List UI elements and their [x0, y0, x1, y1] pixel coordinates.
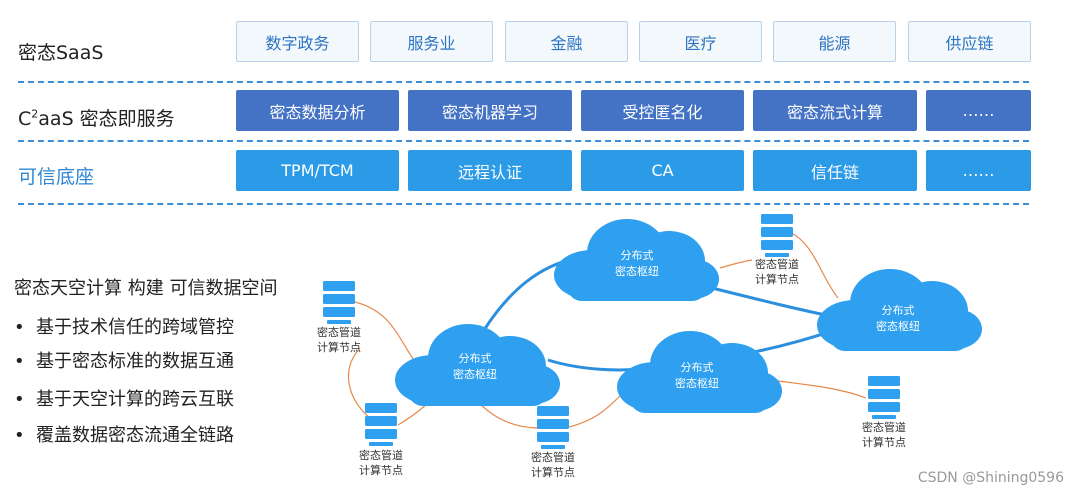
hub-label: 分布式 [459, 352, 492, 365]
divider-1 [18, 81, 1029, 83]
c2aas-item-anonymization: 受控匿名化 [581, 90, 744, 131]
trust-item-more: …… [926, 150, 1031, 191]
saas-item-medical: 医疗 [639, 21, 762, 62]
c2aas-label-superscript: 2 [31, 107, 39, 121]
node-label: 密态管道 [359, 448, 403, 462]
hub-label: 密态枢纽 [615, 264, 659, 278]
server-rack-icon [761, 214, 793, 257]
bullet-dot-icon: • [14, 351, 25, 372]
summary-bullet: • 覆盖数据密态流通全链路 [14, 421, 234, 447]
layer-label-saas: 密态SaaS [18, 42, 104, 64]
node-label: 计算节点 [862, 435, 906, 449]
node-label: 密态管道 [755, 257, 799, 271]
saas-item-finance: 金融 [505, 21, 628, 62]
hub-label: 密态枢纽 [876, 319, 920, 333]
saas-item-energy: 能源 [773, 21, 896, 62]
hub-label: 分布式 [621, 249, 654, 262]
server-rack-icon [323, 281, 355, 324]
bullet-text: 基于技术信任的跨域管控 [36, 317, 234, 338]
bullet-text: 基于天空计算的跨云互联 [36, 389, 234, 410]
server-rack-icon [365, 403, 397, 446]
node-label: 密态管道 [862, 420, 906, 434]
c2aas-label-prefix: C [18, 108, 32, 130]
bullet-text: 基于密态标准的数据互通 [36, 351, 234, 372]
hub-label: 密态枢纽 [675, 376, 719, 390]
layer-label-trust-base: 可信底座 [18, 166, 95, 188]
layer-label-c2aas: C2aaS 密态即服务 [18, 104, 175, 131]
summary-bullet: • 基于技术信任的跨域管控 [14, 313, 234, 339]
node-label: 密态管道 [531, 450, 575, 464]
bullet-dot-icon: • [14, 317, 25, 338]
node-label: 计算节点 [317, 340, 361, 354]
bullet-text: 覆盖数据密态流通全链路 [36, 425, 234, 446]
trust-item-remote-attestation: 远程认证 [408, 150, 572, 191]
node-label: 密态管道 [317, 325, 361, 339]
c2aas-item-data-analysis: 密态数据分析 [236, 90, 399, 131]
watermark: CSDN @Shining0596 [917, 470, 1064, 486]
bullet-dot-icon: • [14, 389, 25, 410]
node-label: 计算节点 [359, 463, 403, 477]
divider-3 [18, 203, 1029, 205]
hub-label: 分布式 [882, 304, 915, 317]
trust-item-ca: CA [581, 150, 744, 191]
c2aas-label-suffix: aaS 密态即服务 [38, 108, 175, 130]
hub-label: 密态枢纽 [453, 367, 497, 381]
c2aas-item-more: …… [926, 90, 1031, 131]
node-label: 计算节点 [755, 272, 799, 286]
cloud-icon [395, 324, 560, 406]
saas-item-digital-gov: 数字政务 [236, 21, 359, 62]
summary-headline: 密态天空计算 构建 可信数据空间 [14, 278, 278, 299]
c2aas-item-stream-computing: 密态流式计算 [753, 90, 917, 131]
saas-item-supply-chain: 供应链 [908, 21, 1031, 62]
divider-2 [18, 140, 1029, 142]
node-label: 计算节点 [531, 465, 575, 479]
summary-bullet: • 基于天空计算的跨云互联 [14, 385, 234, 411]
c2aas-item-machine-learning: 密态机器学习 [408, 90, 572, 131]
bullet-dot-icon: • [14, 425, 25, 446]
trust-item-chain-of-trust: 信任链 [753, 150, 917, 191]
trust-item-tpm-tcm: TPM/TCM [236, 150, 399, 191]
server-rack-icon [537, 406, 569, 449]
saas-item-services: 服务业 [370, 21, 493, 62]
hub-label: 分布式 [681, 361, 714, 374]
summary-bullet: • 基于密态标准的数据互通 [14, 347, 234, 373]
server-rack-icon [868, 376, 900, 419]
